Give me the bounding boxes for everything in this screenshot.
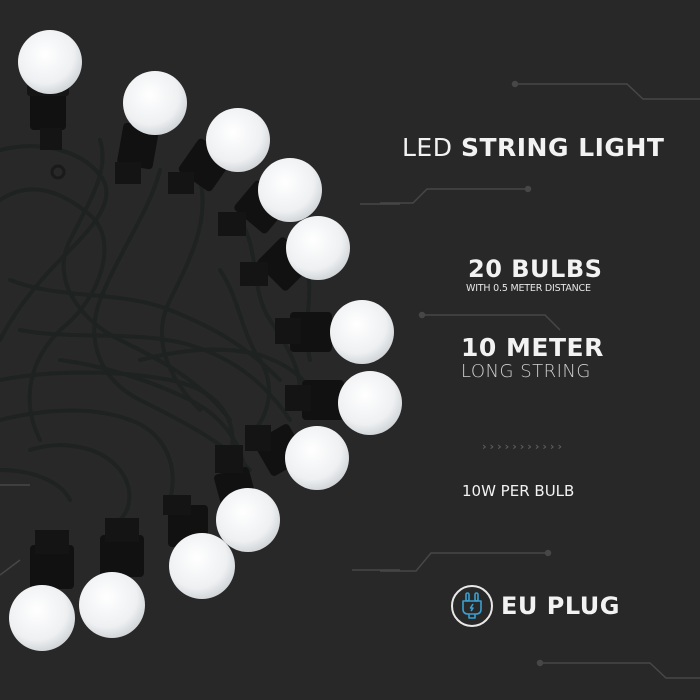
chevron-icon: › xyxy=(549,440,555,453)
title-bold: STRING LIGHT xyxy=(460,133,665,162)
bulb-distance-subline: WITH 0.5 METER DISTANCE xyxy=(466,283,591,294)
bulb-7 xyxy=(285,371,402,435)
plug-type-label: EU PLUG xyxy=(501,592,620,620)
chevron-icon: › xyxy=(519,440,525,453)
chevron-icon: › xyxy=(489,440,495,453)
chevron-icon: › xyxy=(504,440,510,453)
bulb-3 xyxy=(168,108,270,194)
length-headline: 10 METER xyxy=(461,333,604,362)
chevron-icon: › xyxy=(527,440,532,453)
bulb-9 xyxy=(214,445,280,552)
title-light: LED xyxy=(402,133,453,162)
bulb-2 xyxy=(115,71,187,184)
bulb-5 xyxy=(240,216,350,291)
chevron-icon: › xyxy=(512,440,517,453)
bulb-6 xyxy=(275,300,394,364)
bulb-4 xyxy=(218,158,322,236)
wattage-label: 10W PER BULB xyxy=(462,482,575,500)
plug-icon xyxy=(451,585,493,627)
bulbs xyxy=(9,30,402,651)
chevron-icon: › xyxy=(542,440,547,453)
bulb-8 xyxy=(245,424,349,490)
chevron-icon: › xyxy=(497,440,502,453)
bulb-10 xyxy=(163,495,235,599)
bulb-count-headline: 20 BULBS xyxy=(468,255,603,283)
plug-glyph-icon xyxy=(462,592,482,619)
product-title: LED STRING LIGHT xyxy=(402,133,664,162)
bulb-1 xyxy=(18,30,82,180)
chevron-divider-decor: ››››››››››› xyxy=(482,441,562,453)
chevron-icon: › xyxy=(534,440,540,453)
chevron-icon: › xyxy=(557,440,563,453)
circuit-lines-decor xyxy=(0,80,700,679)
bulb-11 xyxy=(79,518,145,638)
bulb-12 xyxy=(9,530,75,651)
chevron-icon: › xyxy=(482,440,487,453)
length-subline: LONG STRING xyxy=(461,361,591,382)
